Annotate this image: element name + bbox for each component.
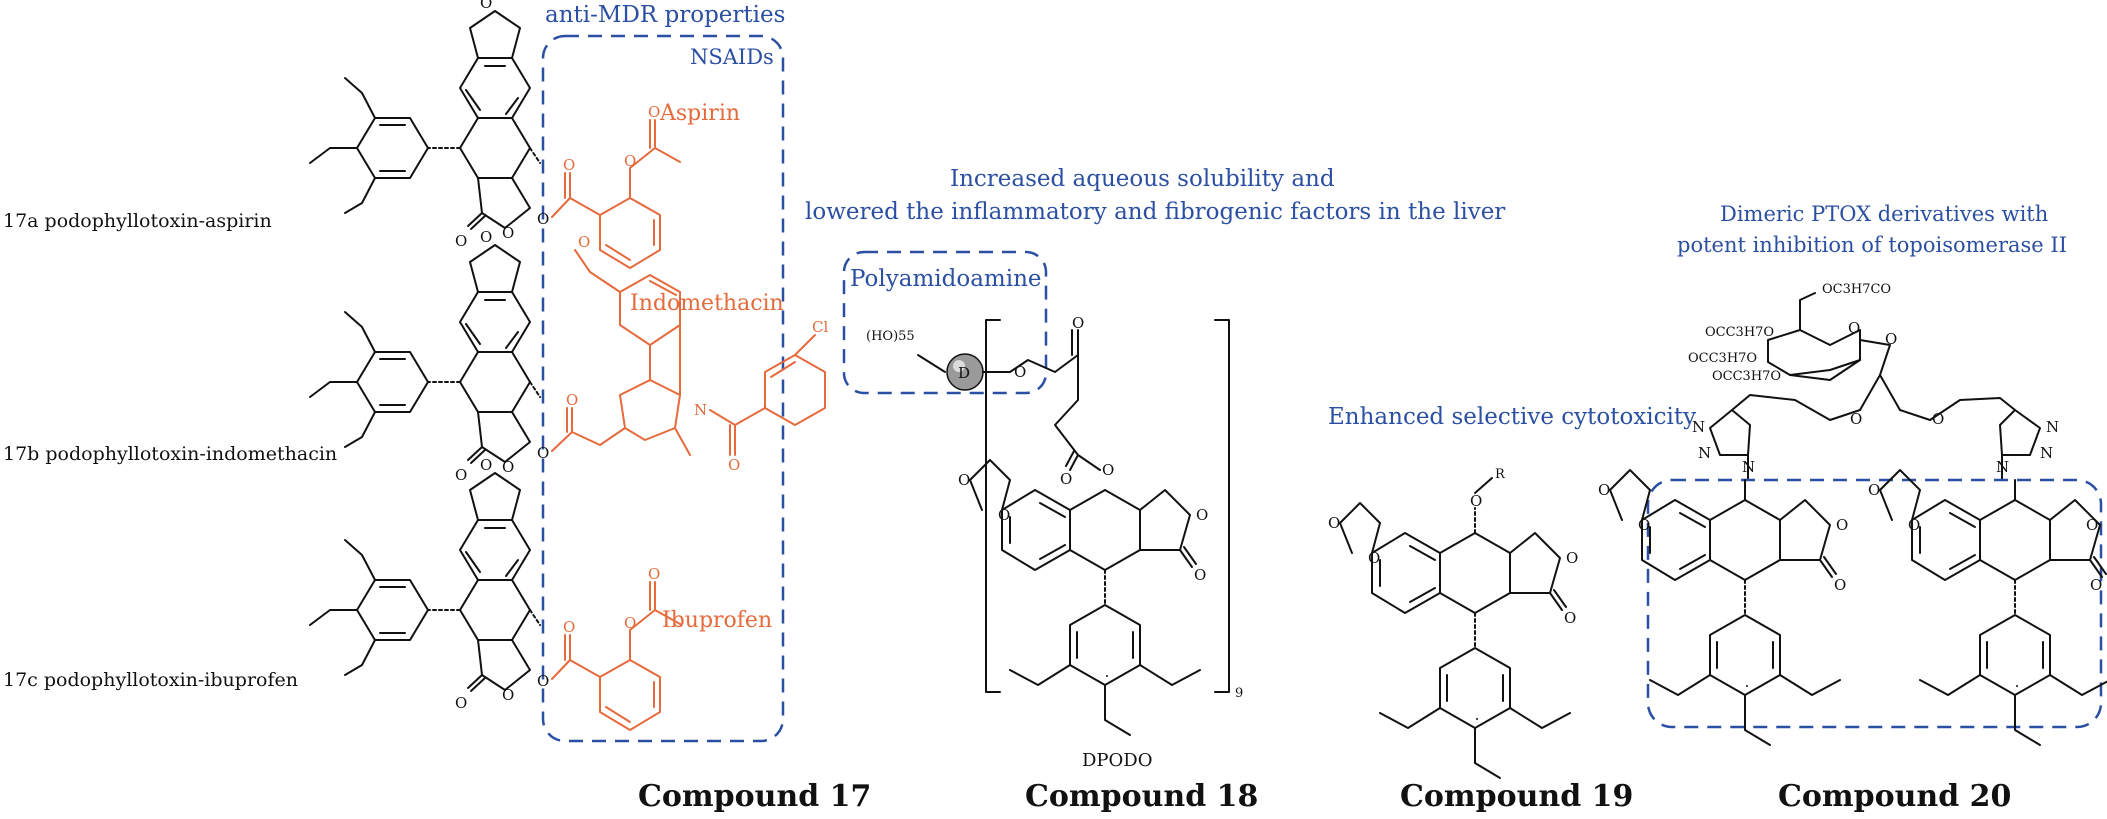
atom-n: N [1996, 458, 2009, 476]
atom-o: O [1638, 516, 1650, 534]
ibuprofen-moiety-17c: O O O [551, 565, 681, 731]
indomethacin-moiety-17b: O N O O Cl [551, 233, 828, 474]
polyamidoamine-dashed-box [842, 250, 1048, 395]
atom-o: O [1196, 506, 1208, 524]
atom-o: O [648, 565, 660, 583]
conjugate-17b-label: 17b podophyllotoxin-indomethacin [3, 443, 337, 465]
compound18-header-line1: Increased aqueous solubility and [950, 166, 1335, 192]
atom-o: O [958, 471, 970, 489]
atom-o: O [502, 458, 514, 476]
atom-n: N [1698, 444, 1711, 462]
ptox-scaffold-17a: O O O O [309, 0, 549, 250]
svg-text:OCC3H7O: OCC3H7O [1705, 325, 1774, 340]
dpodo-label: DPODO [1082, 750, 1153, 771]
atom-o: O [502, 686, 514, 704]
r-group: R [1495, 467, 1506, 482]
pamam-dendrimer-core: (HO)55 D [866, 329, 984, 391]
atom-o: O [1566, 549, 1578, 567]
svg-text:D: D [958, 364, 970, 382]
atom-o: O [537, 444, 549, 462]
compound19-structure: O R O O O O [1328, 467, 1578, 779]
atom-o: O [998, 506, 1010, 524]
atom-o: O [1470, 492, 1482, 510]
atom-o: O [648, 103, 660, 121]
atom-o: O [480, 228, 492, 246]
atom-o: O [1834, 576, 1846, 594]
atom-o: O [566, 391, 578, 409]
atom-o: O [2086, 516, 2098, 534]
drug-label-aspirin: Aspirin [659, 101, 740, 126]
compound20-header-line2: potent inhibition of topoisomerase II [1677, 233, 2067, 257]
atom-o: O [1564, 609, 1576, 627]
atom-n: N [1692, 418, 1705, 436]
compound20-caption: Compound 20 [1778, 779, 2011, 814]
nsaid-box-label: NSAIDs [690, 45, 774, 69]
atom-o: O [1328, 514, 1340, 532]
ptox-unit-right: O O O O [1868, 469, 2107, 746]
atom-o: O [1908, 516, 1920, 534]
svg-text:OCC3H7O: OCC3H7O [1688, 351, 1757, 366]
atom-o: O [728, 456, 740, 474]
atom-o: O [563, 156, 575, 174]
conjugate-17c-label: 17c podophyllotoxin-ibuprofen [3, 669, 298, 691]
atom-o: O [1850, 410, 1862, 428]
atom-o: O [1868, 481, 1880, 499]
atom-o: O [480, 456, 492, 474]
atom-o: O [537, 210, 549, 228]
atom-o: O [537, 672, 549, 690]
svg-text:OC3H7CO: OC3H7CO [1822, 282, 1891, 297]
drug-label-indomethacin: Indomethacin [630, 291, 784, 316]
atom-o: O [624, 614, 636, 632]
atom-n: N [2046, 418, 2059, 436]
atom-o: O [1014, 363, 1026, 381]
compound18-header-line2: lowered the inflammatory and fibrogenic … [805, 199, 1505, 225]
ptox-dimer-dashed-box [1646, 478, 2103, 729]
atom-o: O [563, 618, 575, 636]
atom-o: O [1932, 410, 1944, 428]
compound17-caption: Compound 17 [638, 779, 871, 814]
atom-o: O [1060, 470, 1072, 488]
atom-o: O [1836, 516, 1848, 534]
atom-o: O [1368, 549, 1380, 567]
conjugate-17a-label: 17a podophyllotoxin-aspirin [3, 210, 272, 232]
svg-text:9: 9 [1235, 686, 1243, 701]
svg-text:(HO)55: (HO)55 [866, 329, 915, 344]
atom-o: O [2090, 576, 2102, 594]
atom-o: O [480, 0, 492, 12]
glycoside-linker: OC3H7CO OCC3H7O OCC3H7O OCC3H7O O O O O … [1688, 282, 2059, 481]
compound20-header-line1: Dimeric PTOX derivatives with [1720, 202, 2048, 226]
atom-n: N [1742, 458, 1755, 476]
nsaid-dashed-box [541, 34, 785, 743]
atom-o: O [502, 224, 514, 242]
atom-o: O [1885, 330, 1897, 348]
atom-cl: Cl [812, 318, 828, 336]
compound19-header: Enhanced selective cytotoxicity [1328, 404, 1696, 430]
atom-n: N [2040, 444, 2053, 462]
polyamidoamine-label: Polyamidoamine [850, 266, 1042, 292]
atom-o: O [455, 232, 467, 250]
atom-o: O [624, 152, 636, 170]
atom-n: N [694, 401, 707, 419]
atom-o: O [455, 694, 467, 712]
atom-o: O [1194, 566, 1206, 584]
atom-o: O [578, 233, 590, 251]
drug-label-ibuprofen: Ibuprofen [662, 608, 772, 633]
atom-o: O [1848, 319, 1860, 337]
ptox-scaffold-17c: O O O O [309, 456, 549, 712]
svg-text:OCC3H7O: OCC3H7O [1712, 369, 1781, 384]
ptox-unit-left: O O O O [1598, 469, 1848, 746]
compound17-header: anti-MDR properties [545, 2, 785, 28]
aspirin-moiety-17a: O O O [551, 103, 681, 269]
atom-o: O [1072, 314, 1084, 332]
atom-o: O [455, 466, 467, 484]
compound19-caption: Compound 19 [1400, 779, 1633, 814]
ptox-scaffold-17b: O O O O [309, 228, 549, 484]
atom-o: O [1102, 461, 1114, 479]
dpodo-repeat-unit: 9 O O O O O O O O [958, 314, 1243, 736]
compound18-caption: Compound 18 [1025, 779, 1258, 814]
atom-o: O [1598, 481, 1610, 499]
